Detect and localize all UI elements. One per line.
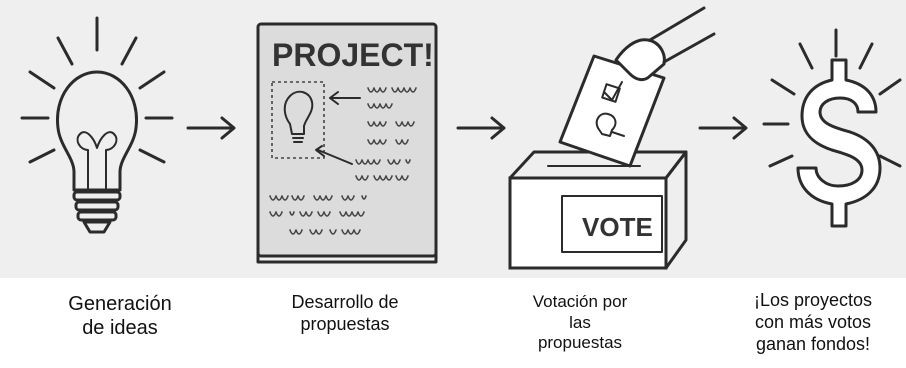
step-caption-voting: Votación por las propuestas (532, 292, 628, 353)
project-document-icon: PROJECT! (256, 22, 438, 264)
step-caption-funding: ¡Los proyectos con más votos ganan fondo… (753, 290, 873, 354)
ballot-box-icon: VOTE (508, 6, 716, 270)
hand-icon (614, 6, 716, 82)
arrow-right-icon (456, 116, 506, 140)
illustration-band (0, 0, 906, 278)
box-label: VOTE (582, 212, 653, 242)
arrow-right-icon (698, 116, 748, 140)
document-title: PROJECT! (272, 37, 434, 73)
arrow-right-icon (186, 116, 236, 140)
illustrations: PROJECT! (20, 6, 902, 270)
step-caption-proposal-development: Desarrollo de propuestas (291, 292, 399, 334)
step-caption-idea-generation: Generación de ideas (68, 293, 172, 340)
lightbulb-icon (20, 16, 174, 234)
dollar-sign-icon (762, 28, 902, 228)
